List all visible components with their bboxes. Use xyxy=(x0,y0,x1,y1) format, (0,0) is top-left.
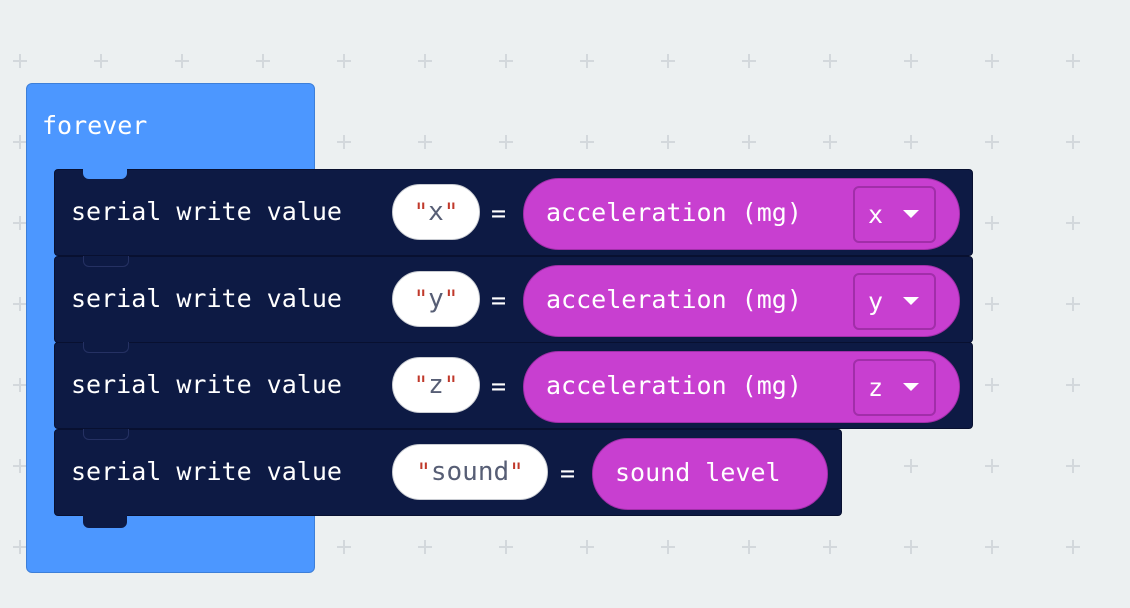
acceleration-reporter-x[interactable]: acceleration (mg) x xyxy=(523,178,960,250)
block-notch-bottom xyxy=(83,515,127,528)
serial-write-value-label: serial write value xyxy=(71,197,342,226)
grid-plus-mark xyxy=(1066,459,1080,473)
grid-plus-mark xyxy=(985,459,999,473)
chevron-down-icon xyxy=(903,210,919,218)
axis-value: y xyxy=(868,287,884,316)
acceleration-label: acceleration (mg) xyxy=(546,198,802,227)
grid-plus-mark xyxy=(13,540,27,554)
grid-plus-mark xyxy=(337,135,351,149)
grid-plus-mark xyxy=(661,540,675,554)
grid-plus-mark xyxy=(985,216,999,230)
acceleration-label: acceleration (mg) xyxy=(546,285,802,314)
grid-plus-mark xyxy=(13,135,27,149)
block-notch xyxy=(83,429,129,440)
grid-plus-mark xyxy=(13,297,27,311)
grid-plus-mark xyxy=(904,135,918,149)
grid-plus-mark xyxy=(13,459,27,473)
grid-plus-mark xyxy=(1066,54,1080,68)
grid-plus-mark xyxy=(985,378,999,392)
block-notch xyxy=(83,342,129,353)
equals-label: = xyxy=(491,199,507,228)
equals-label: = xyxy=(491,372,507,401)
axis-value: x xyxy=(868,200,884,229)
axis-dropdown-z[interactable]: z xyxy=(853,359,936,416)
grid-plus-mark xyxy=(580,54,594,68)
grid-plus-mark xyxy=(1066,216,1080,230)
axis-value: z xyxy=(868,373,884,402)
grid-plus-mark xyxy=(94,54,108,68)
grid-plus-mark xyxy=(418,54,432,68)
serial-write-value-block-sound[interactable]: serial write value "sound" = sound level xyxy=(54,429,842,528)
grid-plus-mark xyxy=(661,54,675,68)
grid-plus-mark xyxy=(904,540,918,554)
grid-plus-mark xyxy=(13,216,27,230)
grid-plus-mark xyxy=(985,297,999,311)
acceleration-label: acceleration (mg) xyxy=(546,371,802,400)
grid-plus-mark xyxy=(742,135,756,149)
string-value: y xyxy=(428,284,444,314)
serial-write-value-block-x[interactable]: serial write value "x" = acceleration (m… xyxy=(54,169,973,256)
grid-plus-mark xyxy=(337,540,351,554)
grid-plus-mark xyxy=(13,54,27,68)
grid-plus-mark xyxy=(985,135,999,149)
axis-dropdown-y[interactable]: y xyxy=(853,273,936,330)
grid-plus-mark xyxy=(1066,540,1080,554)
grid-plus-mark xyxy=(499,54,513,68)
grid-plus-mark xyxy=(904,54,918,68)
string-value: sound xyxy=(430,457,510,487)
string-input-sound[interactable]: "sound" xyxy=(392,444,548,500)
forever-label: forever xyxy=(42,111,148,140)
acceleration-reporter-y[interactable]: acceleration (mg) y xyxy=(523,265,960,337)
equals-label: = xyxy=(560,459,576,488)
string-value: x xyxy=(428,197,444,227)
grid-plus-mark xyxy=(742,540,756,554)
grid-plus-mark xyxy=(985,540,999,554)
grid-plus-mark xyxy=(1066,378,1080,392)
string-input-x[interactable]: "x" xyxy=(392,184,480,240)
serial-write-value-label: serial write value xyxy=(71,284,342,313)
block-notch xyxy=(83,256,129,267)
chevron-down-icon xyxy=(903,383,919,391)
string-input-y[interactable]: "y" xyxy=(392,271,480,327)
sound-level-reporter[interactable]: sound level xyxy=(592,438,828,510)
grid-plus-mark xyxy=(580,540,594,554)
grid-plus-mark xyxy=(1066,135,1080,149)
grid-plus-mark xyxy=(256,54,270,68)
grid-plus-mark xyxy=(580,135,594,149)
grid-plus-mark xyxy=(742,54,756,68)
equals-label: = xyxy=(491,286,507,315)
acceleration-reporter-z[interactable]: acceleration (mg) z xyxy=(523,351,960,423)
block-notch xyxy=(83,169,127,179)
grid-plus-mark xyxy=(661,135,675,149)
grid-plus-mark xyxy=(904,459,918,473)
axis-dropdown-x[interactable]: x xyxy=(853,186,936,243)
grid-plus-mark xyxy=(418,135,432,149)
serial-write-value-block-z[interactable]: serial write value "z" = acceleration (m… xyxy=(54,342,973,429)
grid-plus-mark xyxy=(823,54,837,68)
grid-plus-mark xyxy=(337,54,351,68)
string-value: z xyxy=(428,370,444,400)
chevron-down-icon xyxy=(903,297,919,305)
sound-level-label: sound level xyxy=(615,458,781,487)
grid-plus-mark xyxy=(499,540,513,554)
string-input-z[interactable]: "z" xyxy=(392,357,480,413)
serial-write-value-block-y[interactable]: serial write value "y" = acceleration (m… xyxy=(54,256,973,343)
grid-plus-mark xyxy=(418,540,432,554)
grid-plus-mark xyxy=(499,135,513,149)
grid-plus-mark xyxy=(175,54,189,68)
grid-plus-mark xyxy=(823,135,837,149)
grid-plus-mark xyxy=(13,378,27,392)
grid-plus-mark xyxy=(1066,297,1080,311)
grid-plus-mark xyxy=(823,540,837,554)
grid-plus-mark xyxy=(985,54,999,68)
serial-write-value-label: serial write value xyxy=(71,457,342,486)
serial-write-value-label: serial write value xyxy=(71,370,342,399)
